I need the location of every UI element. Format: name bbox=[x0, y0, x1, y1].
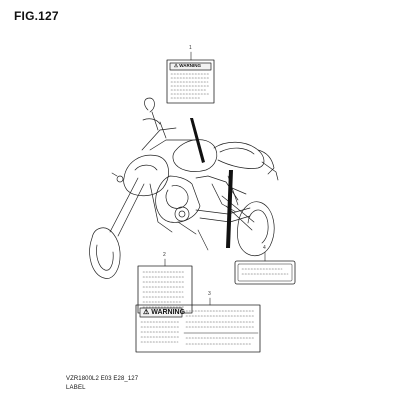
motorcycle-outline bbox=[89, 97, 279, 279]
label-2-sticker bbox=[137, 265, 193, 314]
callout-number-2: 2 bbox=[163, 252, 166, 258]
figure-code: VZR1800L2 E03 E28_127 bbox=[66, 376, 139, 382]
label-1-warning-sticker bbox=[166, 59, 215, 104]
label-4-pointer-bar bbox=[226, 170, 233, 248]
label-1-pointer-bar bbox=[190, 118, 205, 163]
label-1-warning-text: ⚠ WARNING bbox=[174, 63, 202, 68]
figure-caption: LABEL bbox=[66, 385, 86, 391]
label-3-warning-text: ⚠ WARNING bbox=[143, 309, 186, 316]
callout-number-4: 4 bbox=[263, 245, 266, 251]
label-4-sticker bbox=[234, 260, 296, 285]
callout-number-1: 1 bbox=[189, 45, 192, 51]
callout-number-3: 3 bbox=[208, 291, 211, 297]
label-3-warning-sticker bbox=[135, 304, 261, 353]
label-2-leader-line bbox=[197, 229, 209, 251]
figure-title: FIG.127 bbox=[14, 9, 59, 23]
